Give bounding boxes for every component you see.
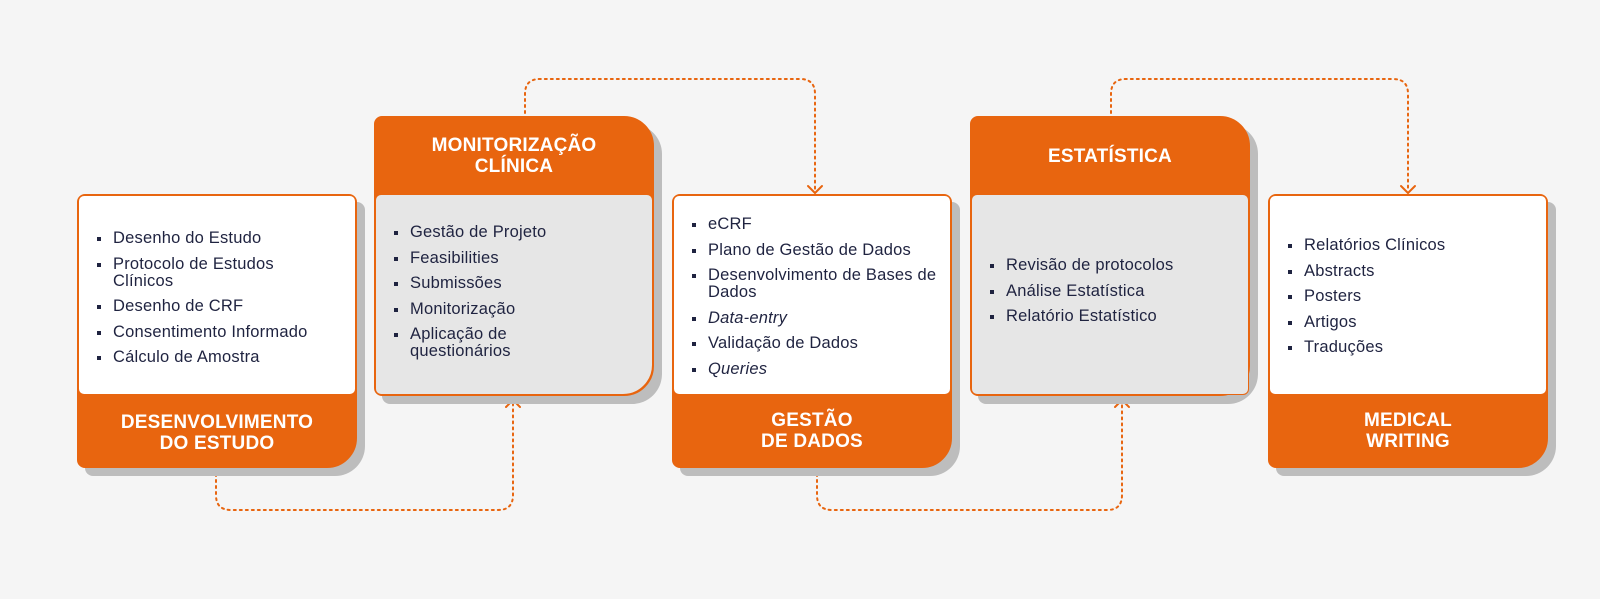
card-body: Relatórios Clínicos Abstracts Posters Ar… (1269, 195, 1547, 395)
card-title: ESTATÍSTICA (1048, 146, 1172, 167)
card-body: Gestão de Projeto Feasibilities Submissõ… (375, 194, 653, 395)
list-item: Artigos (1288, 313, 1540, 331)
list-item: Feasibilities (394, 249, 646, 267)
connector-estatistica-to-medical (1110, 78, 1409, 191)
list-item: Análise Estatística (990, 282, 1242, 300)
list-item: Aplicação de questionários (394, 326, 535, 360)
card-body: Desenho do Estudo Protocolo de Estudos C… (78, 195, 356, 395)
list-item: Desenho de CRF (97, 298, 349, 315)
card-desenvolvimento-do-estudo: Desenho do Estudo Protocolo de Estudos C… (77, 194, 365, 476)
connector-desenvolvimento-to-monitorizacao (215, 401, 514, 511)
card-title: DESENVOLVIMENTO DO ESTUDO (120, 412, 314, 454)
list-item: eCRF (692, 216, 944, 233)
card-body: Revisão de protocolos Análise Estatístic… (971, 194, 1249, 395)
connector-gestao-to-estatistica (816, 401, 1123, 511)
connector-monitorizacao-to-gestao (524, 78, 816, 191)
list-item: Consentimento Informado (97, 323, 349, 341)
list-item: Desenvolvimento de Bases de Dados (692, 267, 953, 301)
item-list: Gestão de Projeto Feasibilities Submissõ… (394, 224, 646, 369)
list-item: Posters (1288, 288, 1540, 305)
list-item: Queries (692, 360, 944, 378)
list-item: Submissões (394, 275, 646, 292)
list-item: Monitorização (394, 300, 646, 318)
list-item: Relatório Estatístico (990, 308, 1242, 325)
item-list: Revisão de protocolos Análise Estatístic… (990, 257, 1242, 334)
list-item: Protocolo de Estudos Clínicos (97, 255, 308, 290)
card-body: eCRF Plano de Gestão de Dados Desenvolvi… (673, 195, 951, 395)
item-list: Relatórios Clínicos Abstracts Posters Ar… (1288, 237, 1540, 365)
card-estatistica: ESTATÍSTICA Revisão de protocolos Anális… (970, 116, 1258, 404)
card-medical-writing: Relatórios Clínicos Abstracts Posters Ar… (1268, 194, 1556, 476)
item-list: Desenho do Estudo Protocolo de Estudos C… (97, 230, 349, 375)
list-item: Desenho do Estudo (97, 230, 349, 247)
arrowhead-down-icon (807, 185, 823, 194)
card-title: GESTÃO DE DADOS (761, 410, 863, 452)
list-item: Relatórios Clínicos (1288, 237, 1540, 254)
list-item: Gestão de Projeto (394, 224, 646, 241)
list-item: Validação de Dados (692, 335, 944, 352)
list-item: Data-entry (692, 309, 944, 327)
card-gestao-de-dados: eCRF Plano de Gestão de Dados Desenvolvi… (672, 194, 960, 476)
list-item: Cálculo de Amostra (97, 349, 349, 366)
card-monitorizacao-clinica: MONITORIZAÇÃO CLÍNICA Gestão de Projeto … (374, 116, 662, 404)
card-title: MONITORIZAÇÃO CLÍNICA (431, 135, 597, 177)
item-list: eCRF Plano de Gestão de Dados Desenvolvi… (692, 216, 944, 386)
arrowhead-down-icon (1400, 185, 1416, 194)
list-item: Abstracts (1288, 262, 1540, 280)
list-item: Revisão de protocolos (990, 257, 1242, 274)
list-item: Traduções (1288, 339, 1540, 356)
card-title: MEDICAL WRITING (1364, 410, 1452, 452)
list-item: Plano de Gestão de Dados (692, 241, 944, 259)
